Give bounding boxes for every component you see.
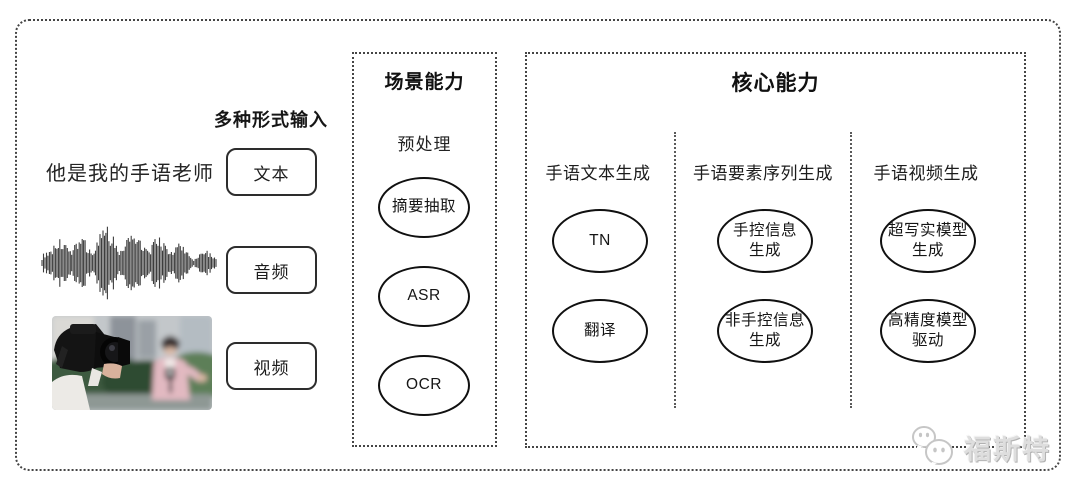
scene-capability-panel: 场景能力 预处理 摘要抽取 ASR OCR: [352, 52, 497, 447]
core-capability-panel: 核心能力 手语文本生成 手语要素序列生成 手语视频生成 TN 翻译 手控信息 生…: [525, 52, 1026, 448]
node-manual-info-generation: 手控信息 生成: [717, 209, 813, 273]
scene-panel-title: 场景能力: [384, 72, 465, 93]
node-high-precision-line2: 驱动: [911, 332, 944, 349]
sample-sentence-text: 他是我的手语老师: [46, 163, 214, 185]
watermark-brand-text: 福斯特: [964, 434, 1051, 465]
watermark: 福斯特: [908, 424, 1051, 470]
node-high-precision-model-driving: 高精度模型 驱动: [880, 299, 976, 363]
input-type-text-chip: 文本: [226, 148, 317, 196]
node-hyperreal-model-line2: 生成: [911, 242, 944, 259]
input-type-text-label: 文本: [253, 164, 290, 184]
chat-bubbles-logo-icon: [912, 426, 953, 468]
node-ocr-label: OCR: [406, 376, 442, 394]
node-translation-label: 翻译: [583, 321, 616, 339]
core-panel-title: 核心能力: [731, 72, 820, 95]
node-manual-info-line1: 手控信息: [732, 221, 797, 239]
node-summary-extraction-label: 摘要抽取: [391, 198, 456, 216]
node-asr: ASR: [378, 266, 470, 327]
outer-dotted-border: [15, 19, 1061, 471]
column-header-text-generation: 手语文本生成: [545, 164, 651, 183]
input-section-label: 多种形式输入: [214, 110, 328, 130]
node-tn: TN: [552, 209, 648, 273]
node-summary-extraction: 摘要抽取: [378, 177, 470, 238]
video-frame-photo: [52, 316, 212, 410]
node-non-manual-info-generation: 非手控信息 生成: [717, 299, 813, 363]
node-high-precision-line1: 高精度模型: [887, 311, 968, 329]
audio-waveform-icon: [40, 225, 218, 301]
node-translation: 翻译: [552, 299, 648, 363]
input-type-audio-label: 音频: [253, 262, 290, 282]
column-header-video-generation: 手语视频生成: [873, 164, 979, 183]
node-non-manual-info-line2: 生成: [748, 332, 781, 349]
node-hyperreal-model-line1: 超写实模型: [887, 221, 968, 239]
node-non-manual-info-line1: 非手控信息: [724, 311, 805, 329]
preprocessing-label: 预处理: [397, 135, 452, 154]
column-divider-2: [850, 132, 852, 408]
column-header-element-sequence-generation: 手语要素序列生成: [693, 164, 833, 183]
input-type-audio-chip: 音频: [226, 246, 317, 294]
node-asr-label: ASR: [407, 287, 441, 305]
input-type-video-chip: 视频: [226, 342, 317, 390]
column-divider-1: [674, 132, 676, 408]
node-tn-label: TN: [589, 231, 611, 249]
node-ocr: OCR: [378, 355, 470, 416]
input-type-video-label: 视频: [253, 358, 290, 378]
node-manual-info-line2: 生成: [748, 242, 781, 259]
node-hyperreal-model-generation: 超写实模型 生成: [880, 209, 976, 273]
